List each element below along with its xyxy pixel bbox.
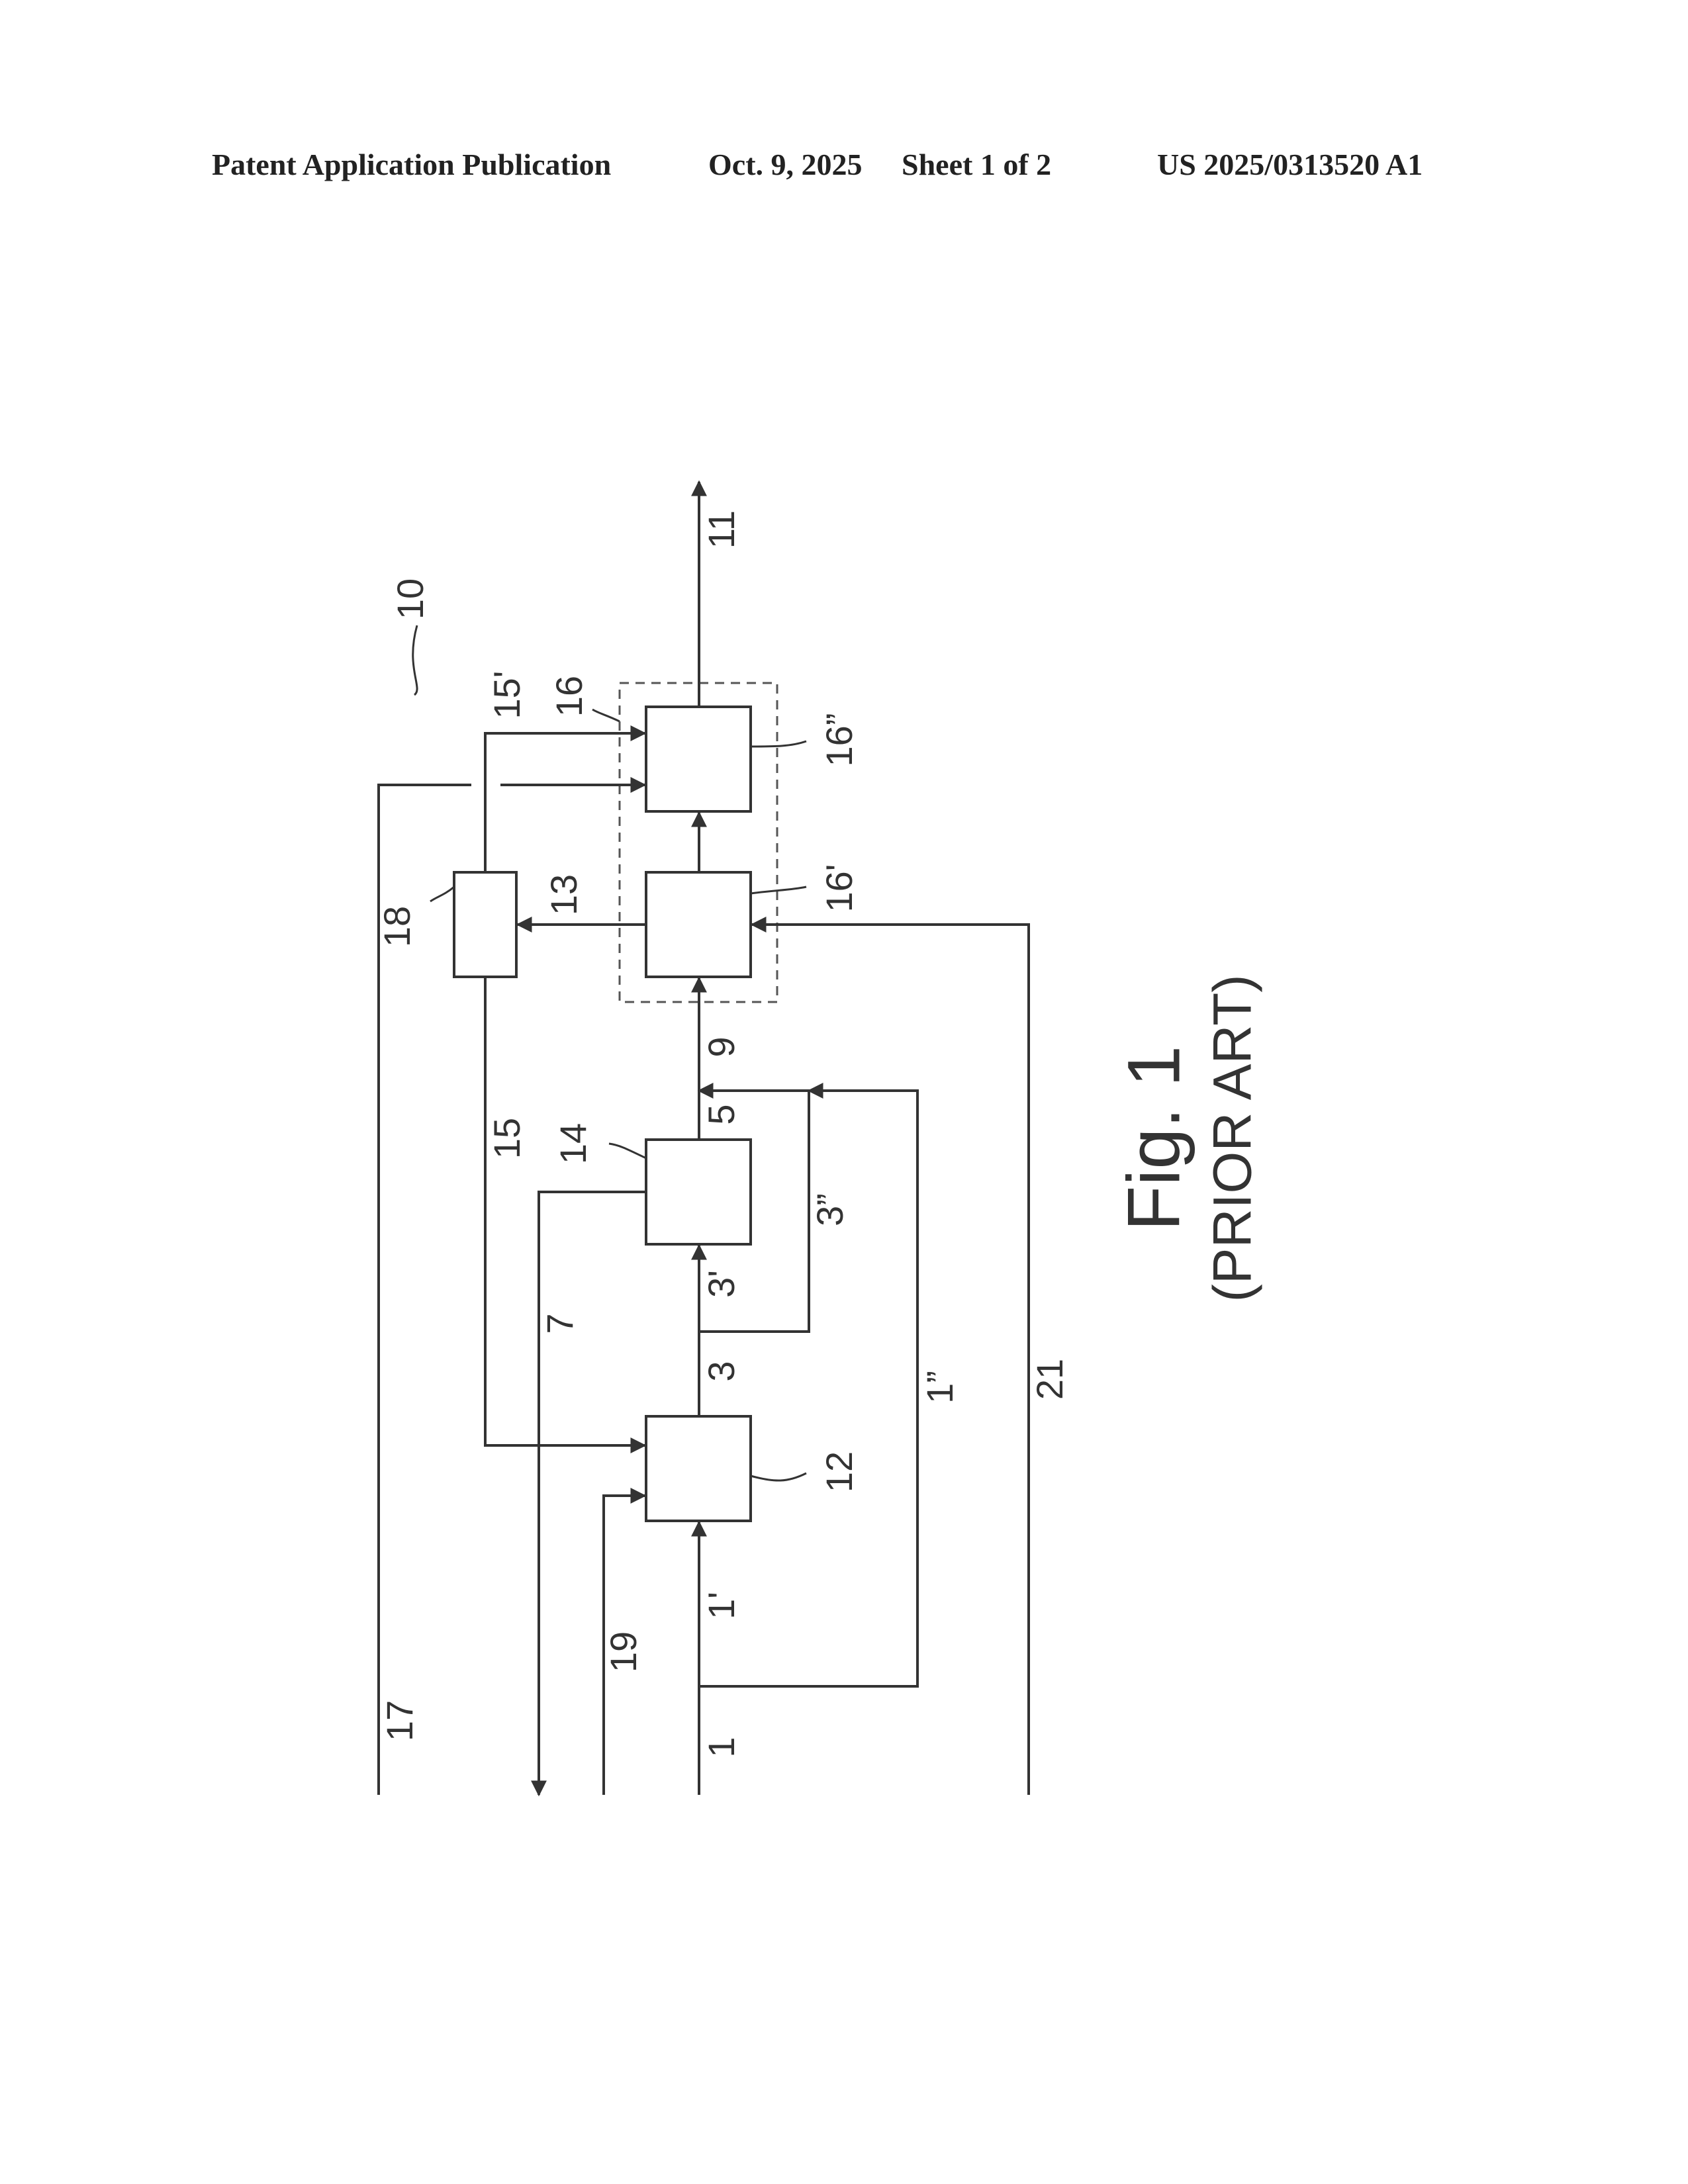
leader-16p <box>751 887 806 893</box>
stream-15-line <box>485 977 645 1445</box>
leader-14 <box>609 1144 646 1158</box>
stream-7-line <box>539 1192 646 1795</box>
label-stream-3pp: 3” <box>809 1193 851 1226</box>
leader-10 <box>413 625 417 695</box>
unit-16pp-box <box>646 707 751 811</box>
label-stream-1: 1 <box>700 1737 742 1757</box>
leader-12 <box>751 1473 806 1480</box>
label-unit-18: 18 <box>376 906 418 947</box>
unit-12-box <box>646 1416 751 1521</box>
leader-16pp <box>751 741 806 747</box>
label-stream-15: 15 <box>486 1118 528 1159</box>
label-stream-19: 19 <box>602 1631 644 1672</box>
label-stream-3p: 3' <box>700 1270 742 1298</box>
label-stream-17: 17 <box>379 1700 420 1741</box>
label-unit-14: 14 <box>552 1123 594 1164</box>
unit-16p-box <box>646 872 751 977</box>
label-stream-1p: 1' <box>700 1592 742 1619</box>
label-unit-16: 16 <box>548 676 590 717</box>
label-unit-16p: 16' <box>818 864 860 913</box>
label-stream-15p: 15' <box>486 671 528 719</box>
label-unit-16pp: 16” <box>818 713 860 767</box>
leader-18 <box>430 887 454 901</box>
label-stream-1pp: 1” <box>919 1371 961 1404</box>
stream-15p-line <box>485 733 645 872</box>
label-unit-12: 12 <box>818 1451 860 1492</box>
stream-21-line <box>752 925 1029 1795</box>
label-stream-7: 7 <box>539 1313 581 1334</box>
label-stream-9: 9 <box>700 1036 742 1057</box>
label-stream-5: 5 <box>700 1104 742 1124</box>
label-stream-3: 3 <box>700 1361 742 1381</box>
unit-14-box <box>646 1140 751 1244</box>
label-stream-13: 13 <box>543 874 585 915</box>
unit-18-box <box>454 872 516 977</box>
figure-subtitle: (PRIOR ART) <box>1203 974 1263 1302</box>
label-stream-11: 11 <box>700 510 742 549</box>
figure-title: Fig. 1 <box>1113 1046 1196 1231</box>
label-stream-21: 21 <box>1029 1359 1070 1400</box>
label-10: 10 <box>389 578 431 619</box>
leader-16 <box>592 709 620 721</box>
